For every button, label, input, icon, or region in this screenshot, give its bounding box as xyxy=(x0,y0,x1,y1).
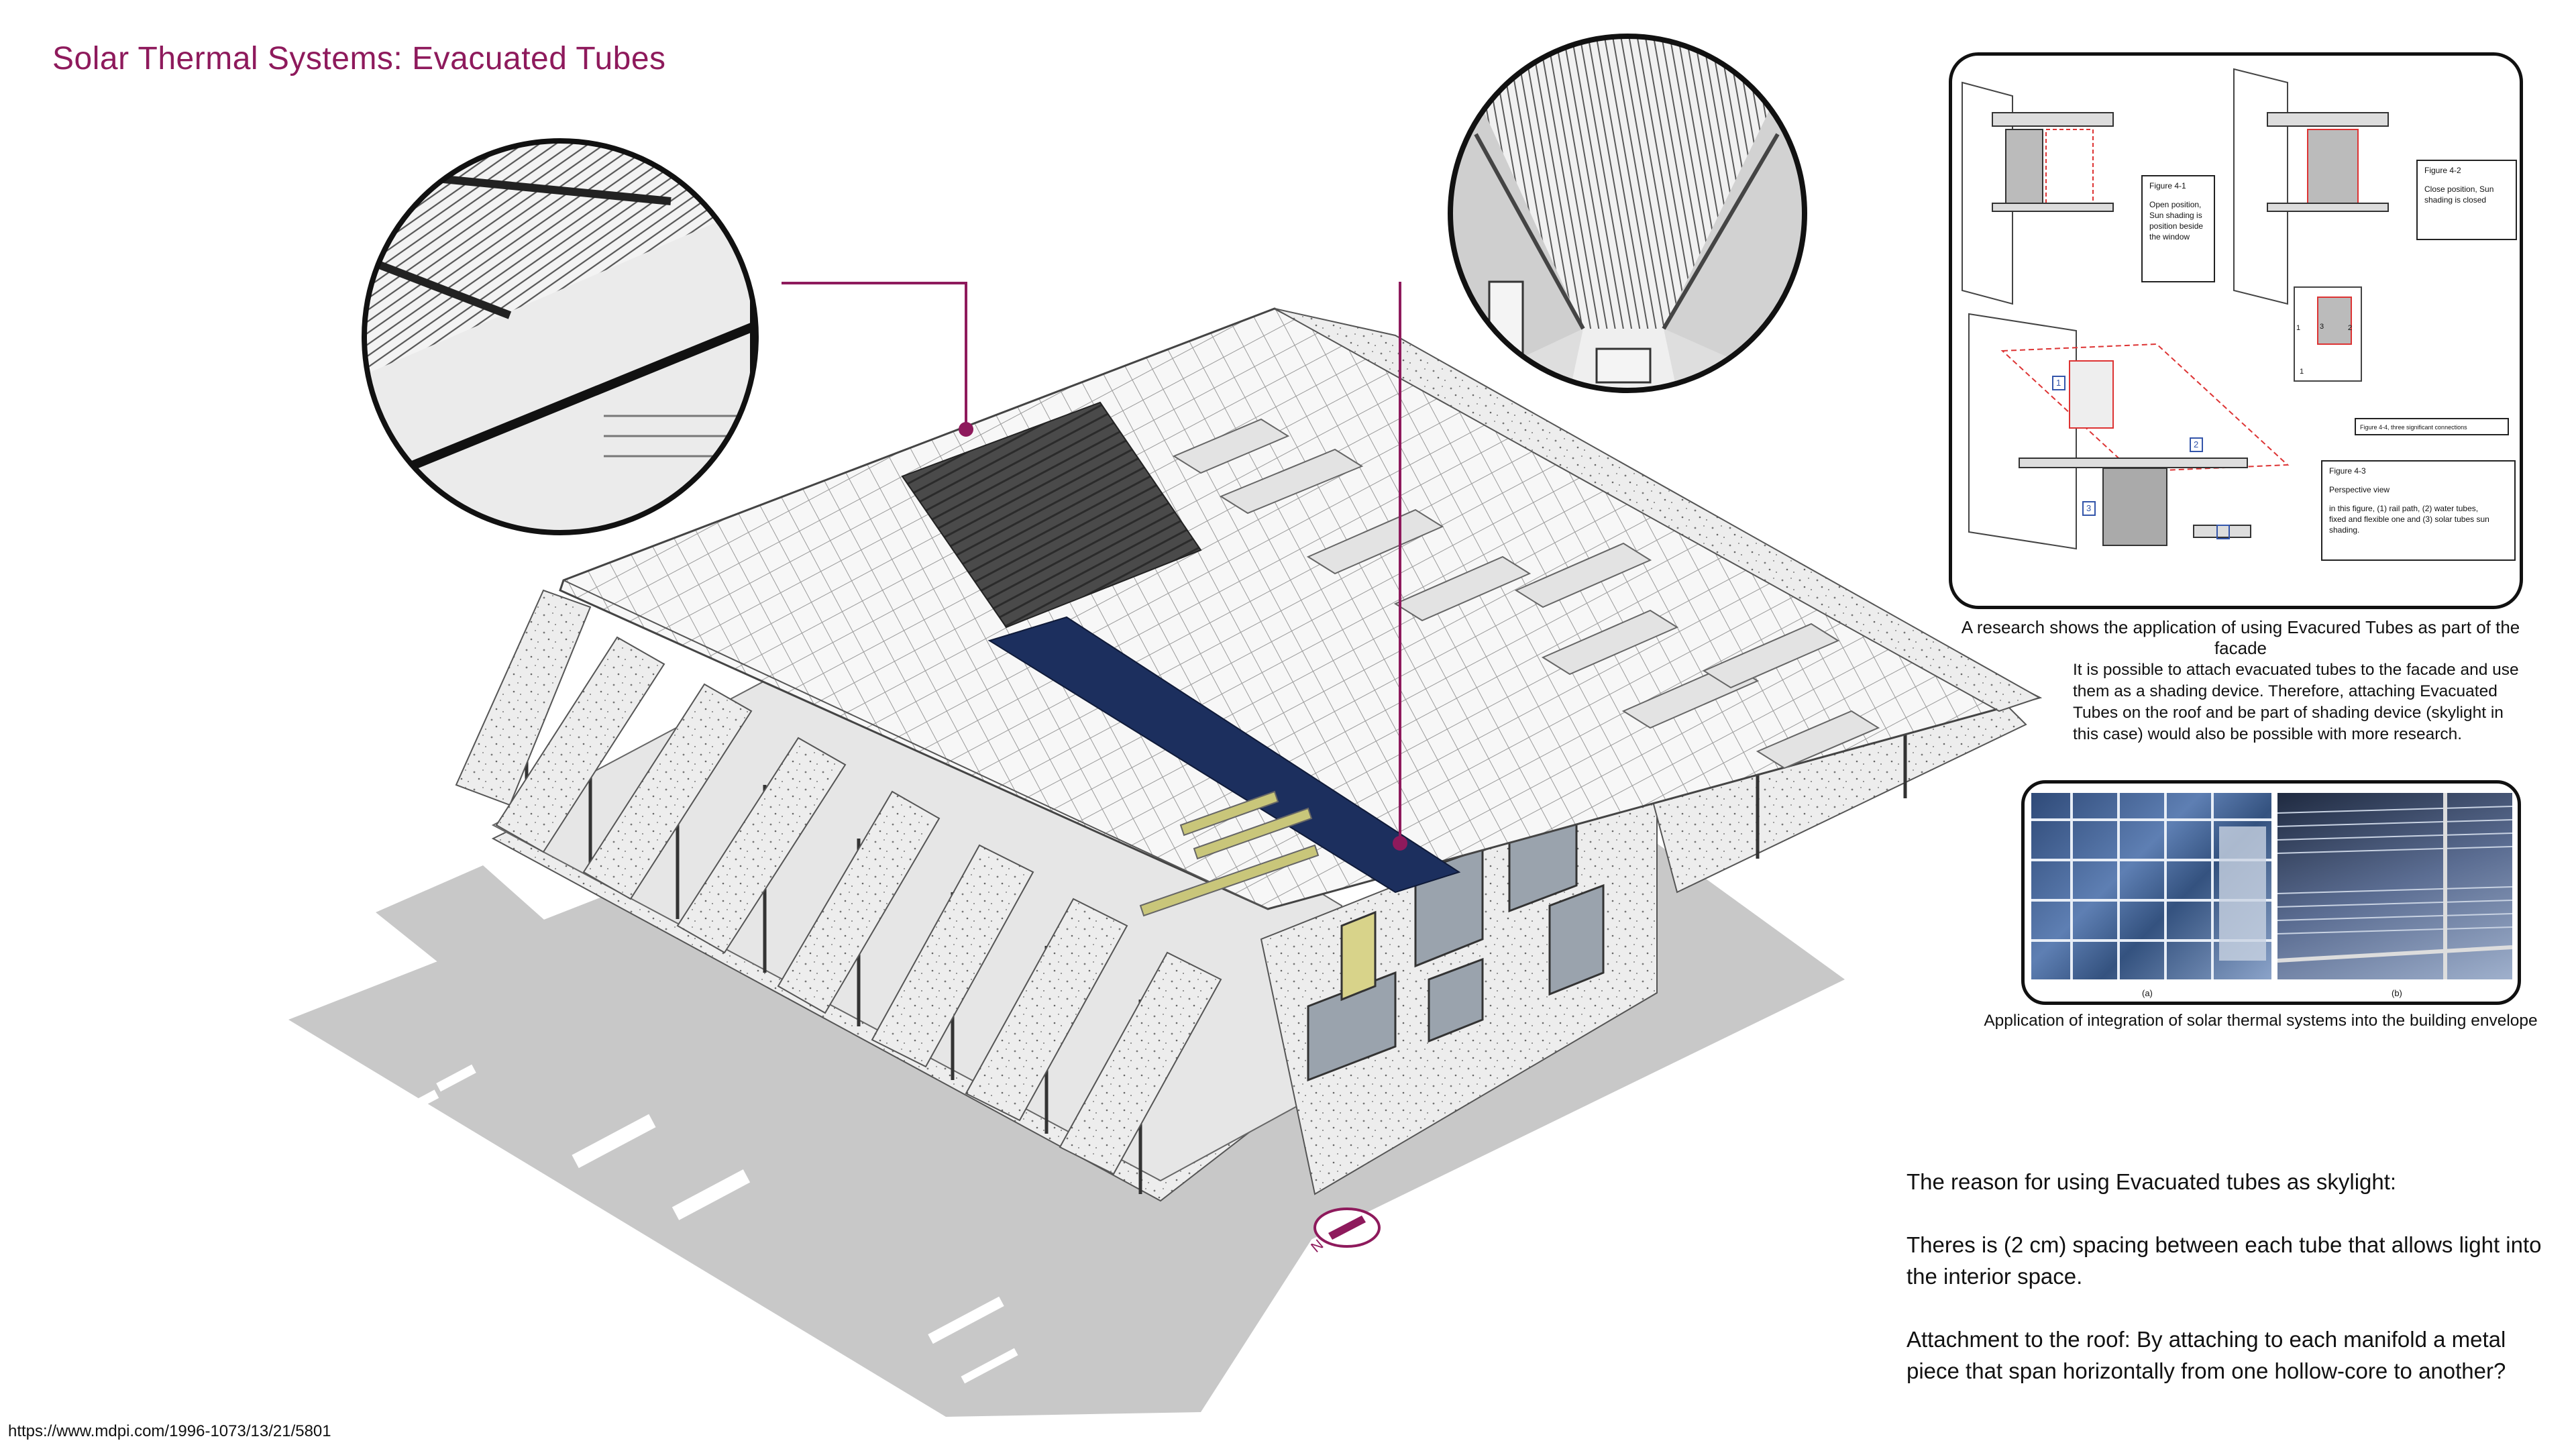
fig-4-3-line: fixed and flexible one and (3) solar tub… xyxy=(2329,515,2489,524)
zoom-detail-roof-edge xyxy=(362,138,759,535)
research-figure-drawings xyxy=(1962,68,2389,550)
tilted-solar-panels xyxy=(455,589,1222,1175)
fig-4-3-line xyxy=(2329,495,2508,503)
fig-4-2-line: Close position, Sun xyxy=(2424,184,2494,194)
fig-4-3-line: in this figure, (1) rail path, (2) water… xyxy=(2329,504,2479,513)
callout-number: 1 xyxy=(2056,378,2061,388)
figure-4-1-label: Figure 4-1 Open position, Sun shading is… xyxy=(2141,175,2215,282)
figure-4-2-label: Figure 4-2 Close position, Sun shading i… xyxy=(2416,160,2517,240)
photo-a-tag: (a) xyxy=(2142,988,2153,998)
roof xyxy=(559,307,2043,917)
photo-a xyxy=(2031,793,2271,979)
building-envelope-photos: (a) (b) xyxy=(2021,780,2521,1005)
reason-attachment-paragraph: Attachment to the roof: By attaching to … xyxy=(1907,1327,2506,1383)
photo-b xyxy=(2277,793,2513,979)
fig-4-1-line: Sun shading is xyxy=(2149,211,2202,220)
fig-4-2-line: Figure 4-2 xyxy=(2424,166,2461,175)
reason-heading: The reason for using Evacuated tubes as … xyxy=(1907,1169,2397,1194)
fig-4-3-line: Perspective view xyxy=(2329,485,2390,494)
fig-4-1-line: position beside xyxy=(2149,221,2204,231)
callout-dot-dark-panel xyxy=(959,422,973,437)
callout-leaders xyxy=(782,282,1401,843)
callout-number: 1 xyxy=(2300,368,2304,376)
figure-4-3-label: Figure 4-3 Perspective view in this figu… xyxy=(2321,460,2516,561)
fig-4-2-line: shading is closed xyxy=(2424,195,2487,205)
skylight-reason-text: The reason for using Evacuated tubes as … xyxy=(1907,1166,2551,1387)
fig-4-3-line: Figure 4-3 xyxy=(2329,466,2366,476)
fig-4-3-line: shading. xyxy=(2329,525,2360,535)
fig-4-1-line: Figure 4-1 xyxy=(2149,181,2186,191)
callout-number: 1 xyxy=(2296,324,2301,332)
fig-4-2-line xyxy=(2424,176,2509,184)
figure-4-4-label: Figure 4-4, three significant connection… xyxy=(2355,418,2509,435)
photo-b-louvres xyxy=(2277,793,2513,979)
callout-number: 2 xyxy=(2194,439,2199,449)
callout-number: 3 xyxy=(2320,323,2324,331)
photo-a-grid xyxy=(2031,793,2271,979)
fig-4-1-line xyxy=(2149,191,2207,199)
fig-4-1-line: the window xyxy=(2149,232,2190,241)
source-url: https://www.mdpi.com/1996-1073/13/21/580… xyxy=(8,1422,331,1440)
callout-number: 2 xyxy=(2348,324,2353,332)
north-arrow: N xyxy=(1307,1208,1381,1256)
research-figure-panel: Figure 4-1 Open position, Sun shading is… xyxy=(1949,52,2523,609)
photos-caption: Application of integration of solar ther… xyxy=(1984,1012,2538,1030)
zoom-detail-skylight-interior xyxy=(1448,34,1807,393)
photo-b-tag: (b) xyxy=(2392,988,2402,998)
reason-spacing-paragraph: Theres is (2 cm) spacing between each tu… xyxy=(1907,1232,2542,1289)
fig-4-1-line: Open position, xyxy=(2149,200,2202,209)
page-title: Solar Thermal Systems: Evacuated Tubes xyxy=(52,41,666,76)
fig-4-4-line: Figure 4-4, three significant connection… xyxy=(2360,424,2467,431)
research-caption: A research shows the application of usin… xyxy=(1961,617,2520,658)
callout-number: 3 xyxy=(2086,503,2092,513)
facade-shading-note: It is possible to attach evacuated tubes… xyxy=(2073,661,2519,743)
fig-4-3-line xyxy=(2329,476,2508,484)
callout-dot-skylight xyxy=(1393,836,1407,851)
